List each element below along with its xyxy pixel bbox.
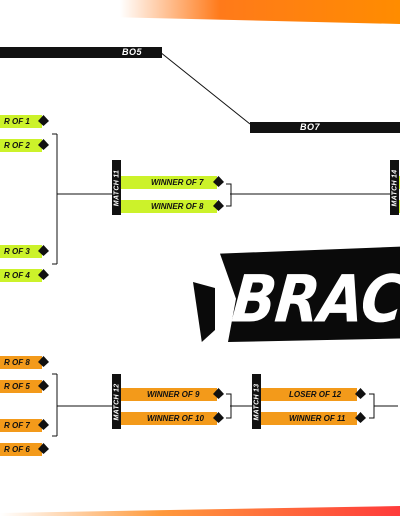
match12-slot-a-team-icon <box>213 388 224 399</box>
slot-left-8[interactable]: R OF 6 <box>0 443 42 456</box>
bo7-label: BO7 <box>299 122 320 132</box>
bottom-accent-stripe <box>0 506 400 516</box>
slot-left-5[interactable]: R OF 8 <box>0 356 42 369</box>
match11-slot-b-team-icon <box>213 200 224 211</box>
bo5-header-bar: BO5 <box>0 47 162 58</box>
match11-slot-a[interactable]: WINNER OF 7 <box>121 176 217 189</box>
slot-left-2[interactable]: R OF 2 <box>0 139 42 152</box>
match12-slot-b[interactable]: WINNER OF 10 <box>121 412 217 425</box>
slot-left-2-team-icon <box>38 139 49 150</box>
slot-left-6-team-icon <box>38 380 49 391</box>
match12-tag: MATCH 12 <box>112 374 121 429</box>
match11-slot-a-team-icon <box>213 176 224 187</box>
slot-left-6[interactable]: R OF 5 <box>0 380 42 393</box>
match14-tag: MATCH 14 <box>390 160 399 215</box>
match12-slot-a[interactable]: WINNER OF 9 <box>121 388 217 401</box>
slot-left-3[interactable]: R OF 3 <box>0 245 42 258</box>
match13-slot-b[interactable]: WINNER OF 11 <box>261 412 357 425</box>
match13-slot-a[interactable]: LOSER OF 12 <box>261 388 357 401</box>
slot-left-3-team-icon <box>38 245 49 256</box>
slot-left-7-team-icon <box>38 419 49 430</box>
slot-left-4-team-icon <box>38 269 49 280</box>
match13-slot-a-team-icon <box>355 388 366 399</box>
match11-slot-b[interactable]: WINNER OF 8 <box>121 200 217 213</box>
match11-tag: MATCH 11 <box>112 160 121 215</box>
bo5-to-bo7-line <box>159 51 251 125</box>
slot-left-4[interactable]: R OF 4 <box>0 269 42 282</box>
match13-tag: MATCH 13 <box>252 374 261 429</box>
slot-left-7[interactable]: R OF 7 <box>0 419 42 432</box>
slot-left-5-team-icon <box>38 356 49 367</box>
match12-slot-b-team-icon <box>213 412 224 423</box>
bo5-label: BO5 <box>121 47 142 57</box>
match13-slot-b-team-icon <box>355 412 366 423</box>
slot-left-1[interactable]: R OF 1 <box>0 115 42 128</box>
banner-title: BRACKET <box>228 261 400 338</box>
bracket-banner <box>220 246 400 342</box>
slot-left-8-team-icon <box>38 443 49 454</box>
slot-left-1-team-icon <box>38 115 49 126</box>
bo7-header-bar: BO7 <box>250 122 400 133</box>
